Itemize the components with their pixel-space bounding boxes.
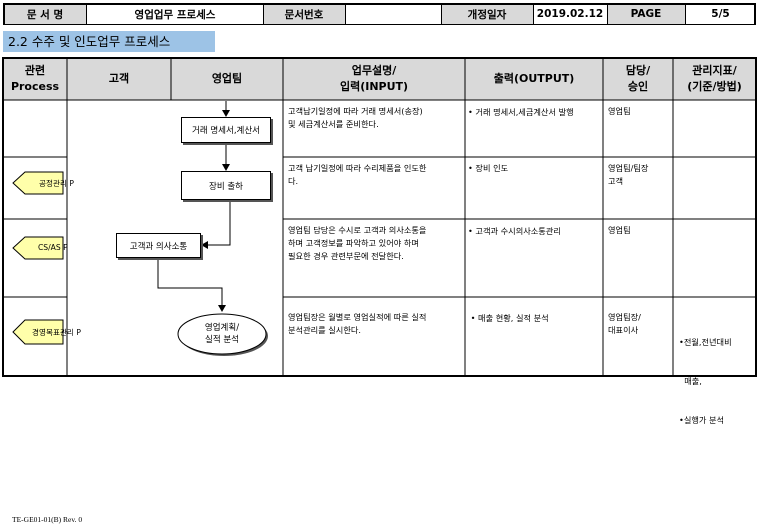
col-header-owner-line1: 담당/ [625,64,651,77]
process-tag-management-goals[interactable]: 경영목표관리 P [32,328,81,337]
row-3-description-line: 필요한 경우 관련부문에 전달한다. [288,251,404,261]
header-divider [607,3,608,25]
flow-box-communication: 고객과 의사소통 [116,233,201,258]
col-header-customer: 고객 [67,58,171,100]
col-header-kpi: 관리지표/ (기준/방법) [673,58,756,100]
header-border-top [3,3,756,5]
header-divider [754,3,756,25]
process-tags [12,171,64,345]
row-1-description-line: 및 세금계산서를 준비한다. [288,119,379,129]
header-divider [533,3,534,25]
row-4-owner: 영업팀장/ 대표이사 [608,311,672,337]
row-3-description-line: 영업팀 담당은 수시로 고객과 의사소통을 [288,225,427,235]
row-1-description-line: 고객납기일정에 따라 거래 명세서(송장) [288,106,423,116]
header-divider [86,3,87,25]
section-title: 2.2 수주 및 인도업무 프로세스 [3,31,215,52]
header-divider [3,3,5,25]
header-divider [263,3,264,25]
row-4-output: • 매출 현황, 실적 분석 [468,313,549,323]
col-header-kpi-line2: (기준/방법) [687,80,742,93]
row-2-owner-line: 고객 [608,176,624,186]
flow-ellipse-plan-line1: 영업계획/ [204,323,240,333]
row-3-owner: 영업팀 [608,224,672,237]
header-divider [345,3,346,25]
row-4-kpi: •전월,전년대비 매출, •실행가 분석 [679,310,755,453]
row-4-owner-line: 영업팀장/ [608,312,641,322]
row-3-owner-line: 영업팀 [608,225,631,235]
row-1-output: • 거래 명세서,세금계산서 발행 [468,107,574,117]
row-2-description: 고객 납기일정에 따라 수리제품을 인도한 다. [288,162,463,188]
col-header-owner-line2: 승인 [627,80,649,93]
row-4-kpi-line: •실행가 분석 [679,415,725,425]
row-3-output: • 고객과 수시의사소통관리 [468,226,561,236]
header-border-bottom [3,24,756,25]
row-1-owner-line: 영업팀 [608,106,631,116]
row-2-output: • 장비 인도 [468,163,509,173]
col-header-sales-team: 영업팀 [171,58,283,100]
row-2-owner-line: 영업팀/팀장 [608,163,649,173]
row-4-description: 영업팀장은 월별로 영업실적에 따른 실적 분석관리를 실시한다. [288,311,464,337]
doc-no-label: 문서번호 [263,3,345,25]
process-tag-shape [12,171,64,195]
row-1-description: 고객납기일정에 따라 거래 명세서(송장) 및 세금계산서를 준비한다. [288,105,463,131]
row-2-description-line: 고객 납기일정에 따라 수리제품을 인도한 [288,163,427,173]
col-header-description: 업무설명/ 입력(INPUT) [283,58,465,100]
row-2-owner: 영업팀/팀장 고객 [608,162,672,188]
row-2-description-line: 다. [288,176,299,186]
process-tag-shape [12,236,64,260]
row-1-owner: 영업팀 [608,105,672,118]
process-tag-shape [12,319,64,345]
header-divider [441,3,442,25]
row-4-description-line: 분석관리를 실시한다. [288,325,361,335]
col-header-process-line1: 관련 [24,64,46,77]
row-4-kpi-line: 매출, [679,376,702,386]
footer-doc-code: TE-GE01-01(B) Rev. 0 [12,515,83,524]
row-3-description: 영업팀 담당은 수시로 고객과 의사소통을 하며 고객정보를 파악하고 있어야 … [288,224,464,263]
revision-label: 개정일자 [441,3,533,25]
page-label: PAGE [607,3,685,25]
header-divider [685,3,686,25]
page-value: 5/5 [711,8,730,20]
col-header-kpi-line1: 관리지표/ [692,64,737,77]
row-4-description-line: 영업팀장은 월별로 영업실적에 따른 실적 [288,312,427,322]
col-header-output: 출력(OUTPUT) [465,58,603,100]
col-header-description-line1: 업무설명/ [351,64,397,77]
process-tag-cs-as[interactable]: CS/AS P [38,243,68,252]
flow-ellipse-plan-line2: 실적 분석 [205,335,239,345]
process-tag-process-control[interactable]: 공정관리 P [39,179,74,188]
col-header-process: 관련 Process [3,58,67,100]
row-4-kpi-line: •전월,전년대비 [679,337,732,347]
col-header-owner: 담당/ 승인 [603,58,673,100]
col-header-description-line2: 입력(INPUT) [339,80,409,93]
doc-name-label: 문 서 명 [3,3,87,25]
flow-ellipse-plan: 영업계획/ 실적 분석 [178,319,266,349]
flow-box-delivery: 장비 출하 [181,171,271,200]
col-header-process-line2: Process [10,80,60,93]
row-3-description-line: 하며 고객정보를 파악하고 있어야 하며 [288,238,419,248]
revision-date: 2019.02.12 [536,8,604,20]
doc-name: 영업업무 프로세스 [134,8,216,21]
row-4-owner-line: 대표이사 [608,325,639,335]
flow-box-statement: 거래 명세서,계산서 [181,117,271,143]
